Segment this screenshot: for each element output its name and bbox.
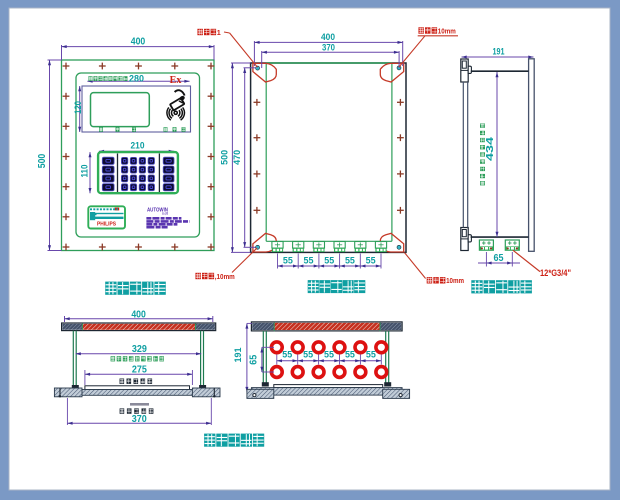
svg-text:191: 191 <box>233 347 244 363</box>
svg-text:191: 191 <box>493 47 506 58</box>
svg-text:55: 55 <box>345 349 356 360</box>
svg-text:10mm: 10mm <box>446 276 464 285</box>
svg-text:500: 500 <box>36 154 48 169</box>
svg-text:210: 210 <box>131 140 145 151</box>
svg-text:329: 329 <box>132 343 147 355</box>
svg-text:65: 65 <box>494 253 504 264</box>
svg-text:500: 500 <box>219 150 230 165</box>
svg-text:10mm: 10mm <box>438 26 456 35</box>
svg-text:120: 120 <box>73 101 84 114</box>
svg-text:55: 55 <box>303 349 314 360</box>
svg-text:400: 400 <box>321 32 335 43</box>
svg-text:55: 55 <box>283 255 294 266</box>
svg-text:55: 55 <box>304 255 315 266</box>
svg-text:400: 400 <box>131 35 146 47</box>
svg-text:55: 55 <box>366 255 377 266</box>
svg-text:PHILIPS: PHILIPS <box>97 222 116 228</box>
svg-text:12*G3/4": 12*G3/4" <box>540 268 571 278</box>
svg-text:55: 55 <box>324 349 335 360</box>
svg-text:55: 55 <box>345 255 356 266</box>
svg-text:275: 275 <box>132 363 147 375</box>
svg-text:370: 370 <box>132 413 147 425</box>
svg-text:434: 434 <box>484 137 496 161</box>
svg-text:,10mm: ,10mm <box>215 272 235 281</box>
svg-text:370: 370 <box>322 43 335 53</box>
svg-text:400: 400 <box>131 308 146 320</box>
svg-text:65: 65 <box>248 354 259 364</box>
svg-text:55: 55 <box>324 255 335 266</box>
svg-text:Ex: Ex <box>170 75 182 86</box>
svg-text:55: 55 <box>366 349 377 360</box>
svg-text:110: 110 <box>80 165 91 178</box>
svg-text:55: 55 <box>282 349 293 360</box>
svg-text:470: 470 <box>232 150 243 165</box>
svg-text:AUTOWIN: AUTOWIN <box>147 208 168 214</box>
svg-text:co.,ltd: co.,ltd <box>162 212 168 216</box>
svg-text:1: 1 <box>217 28 221 37</box>
svg-text:280: 280 <box>129 74 144 85</box>
